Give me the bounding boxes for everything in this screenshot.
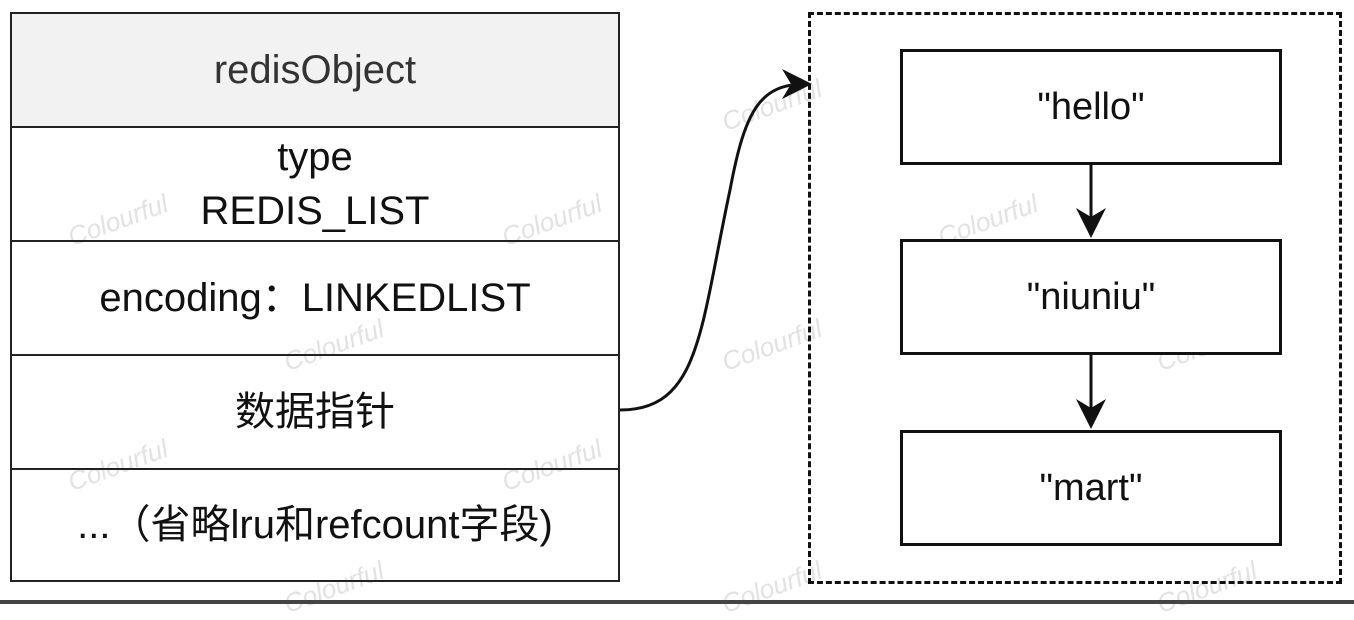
- linked-list-container: [808, 12, 1342, 584]
- redis-object-diagram: Colourful Colourful Colourful Colourful …: [0, 12, 1354, 619]
- redis-object-header: redisObject: [12, 14, 618, 128]
- omitted-fields-row: ...（省略lru和refcount字段): [12, 470, 618, 580]
- redis-object-table: redisObject type REDIS_LIST encoding：LIN…: [10, 12, 620, 582]
- bottom-border: [0, 600, 1354, 604]
- type-row-text: type REDIS_LIST: [200, 135, 430, 233]
- encoding-row: encoding：LINKEDLIST: [12, 242, 618, 356]
- omitted-fields-row-text: ...（省略lru和refcount字段): [77, 503, 553, 547]
- type-row: type REDIS_LIST: [12, 128, 618, 242]
- redis-object-title: redisObject: [213, 48, 417, 92]
- encoding-row-text: encoding：LINKEDLIST: [99, 276, 531, 320]
- pointer-arrow: [619, 69, 812, 412]
- list-node-hello: "hello": [900, 49, 1282, 165]
- data-pointer-row: 数据指针: [12, 356, 618, 470]
- list-node-mart: "mart": [900, 430, 1282, 546]
- list-node-label: "niuniu": [1026, 275, 1156, 318]
- list-node-label: "hello": [1037, 85, 1145, 128]
- list-node-niuniu: "niuniu": [900, 239, 1282, 355]
- list-node-label: "mart": [1039, 466, 1143, 509]
- data-pointer-row-text: 数据指针: [235, 390, 395, 434]
- connector-layer: [619, 69, 1106, 429]
